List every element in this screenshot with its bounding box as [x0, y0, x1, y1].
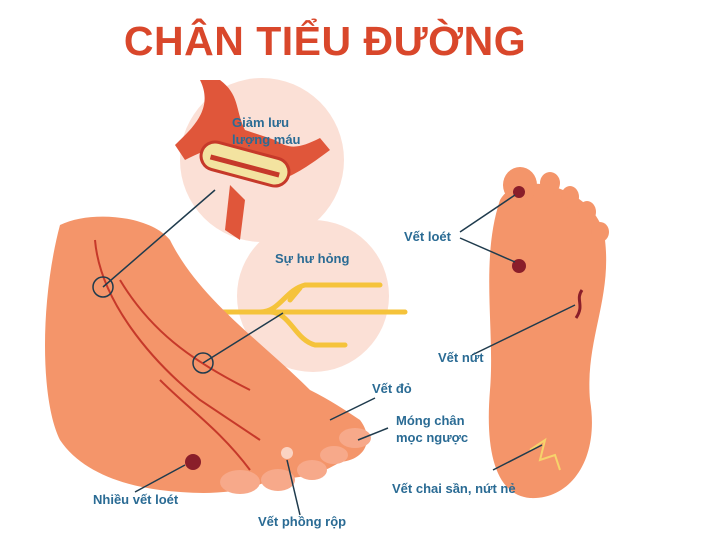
label-multiple-ulcers: Nhiều vết loét [93, 492, 179, 507]
label-line: Móng chân [396, 413, 465, 428]
label-line: lượng máu [232, 132, 301, 147]
nerve-icon [212, 282, 408, 348]
label-line: mọc ngược [396, 430, 469, 445]
foot-sole [488, 183, 607, 499]
blister-icon [281, 447, 293, 459]
foot-side [45, 216, 368, 493]
toes [220, 428, 371, 494]
veins [94, 239, 261, 471]
label-ulcers: Vết loét [404, 229, 451, 244]
artery-icon [175, 80, 330, 240]
leader-lines [92, 189, 576, 516]
label-ingrown-nail: Móng chân mọc ngược [396, 412, 468, 446]
label-crack: Vết nứt [438, 350, 484, 365]
label-calluses: Vết chai sần, nứt nẻ [392, 481, 516, 496]
label-line: Giảm lưu [232, 115, 290, 130]
label-reduced-blood-flow: Giảm lưu lượng máu [232, 114, 301, 148]
label-nerve-damage: Sự hư hỏng [275, 251, 350, 266]
sole-toes [503, 167, 609, 242]
ulcer-icon [185, 454, 201, 470]
label-blisters: Vết phồng rộp [258, 514, 347, 529]
page-title: CHÂN TIỂU ĐƯỜNG [123, 18, 527, 64]
label-redness: Vết đỏ [372, 381, 412, 396]
nerve-circle [237, 220, 389, 372]
